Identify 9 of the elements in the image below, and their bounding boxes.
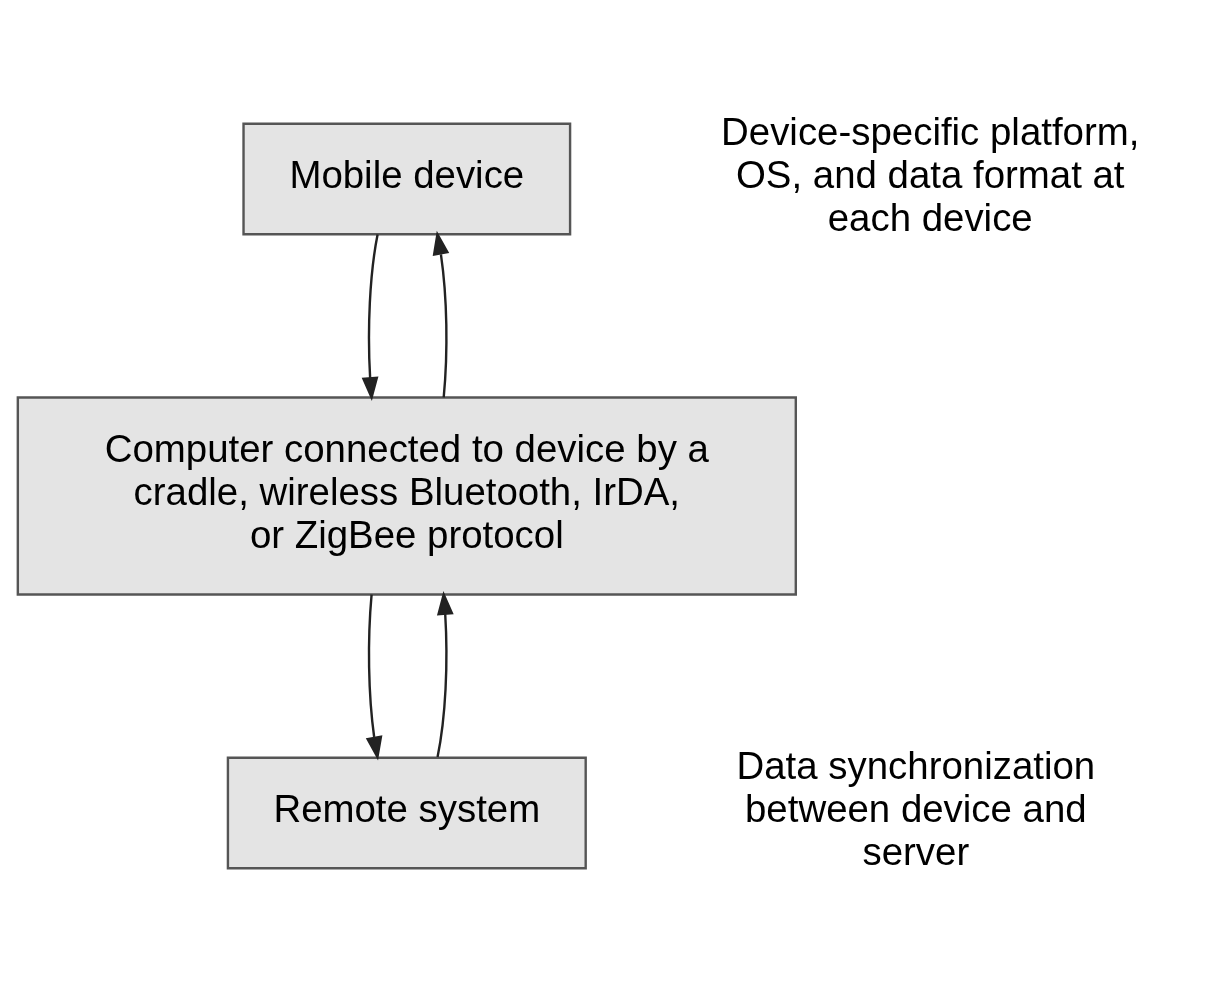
- arrow: [436, 590, 454, 757]
- label: Device-specific platform, OS, and data format at each device: [721, 109, 1140, 239]
- label: Data synchronization between device and server: [736, 743, 1096, 873]
- arrow: [365, 594, 383, 760]
- node-box: Mobile device: [242, 122, 572, 235]
- arrow: [361, 233, 379, 401]
- node-box: Remote system: [226, 756, 587, 869]
- node-box: Computer connected to device by a cradle, wireless Bluetooth, IrDA, or ZigBee protocol: [16, 395, 797, 596]
- arrow: [432, 230, 450, 397]
